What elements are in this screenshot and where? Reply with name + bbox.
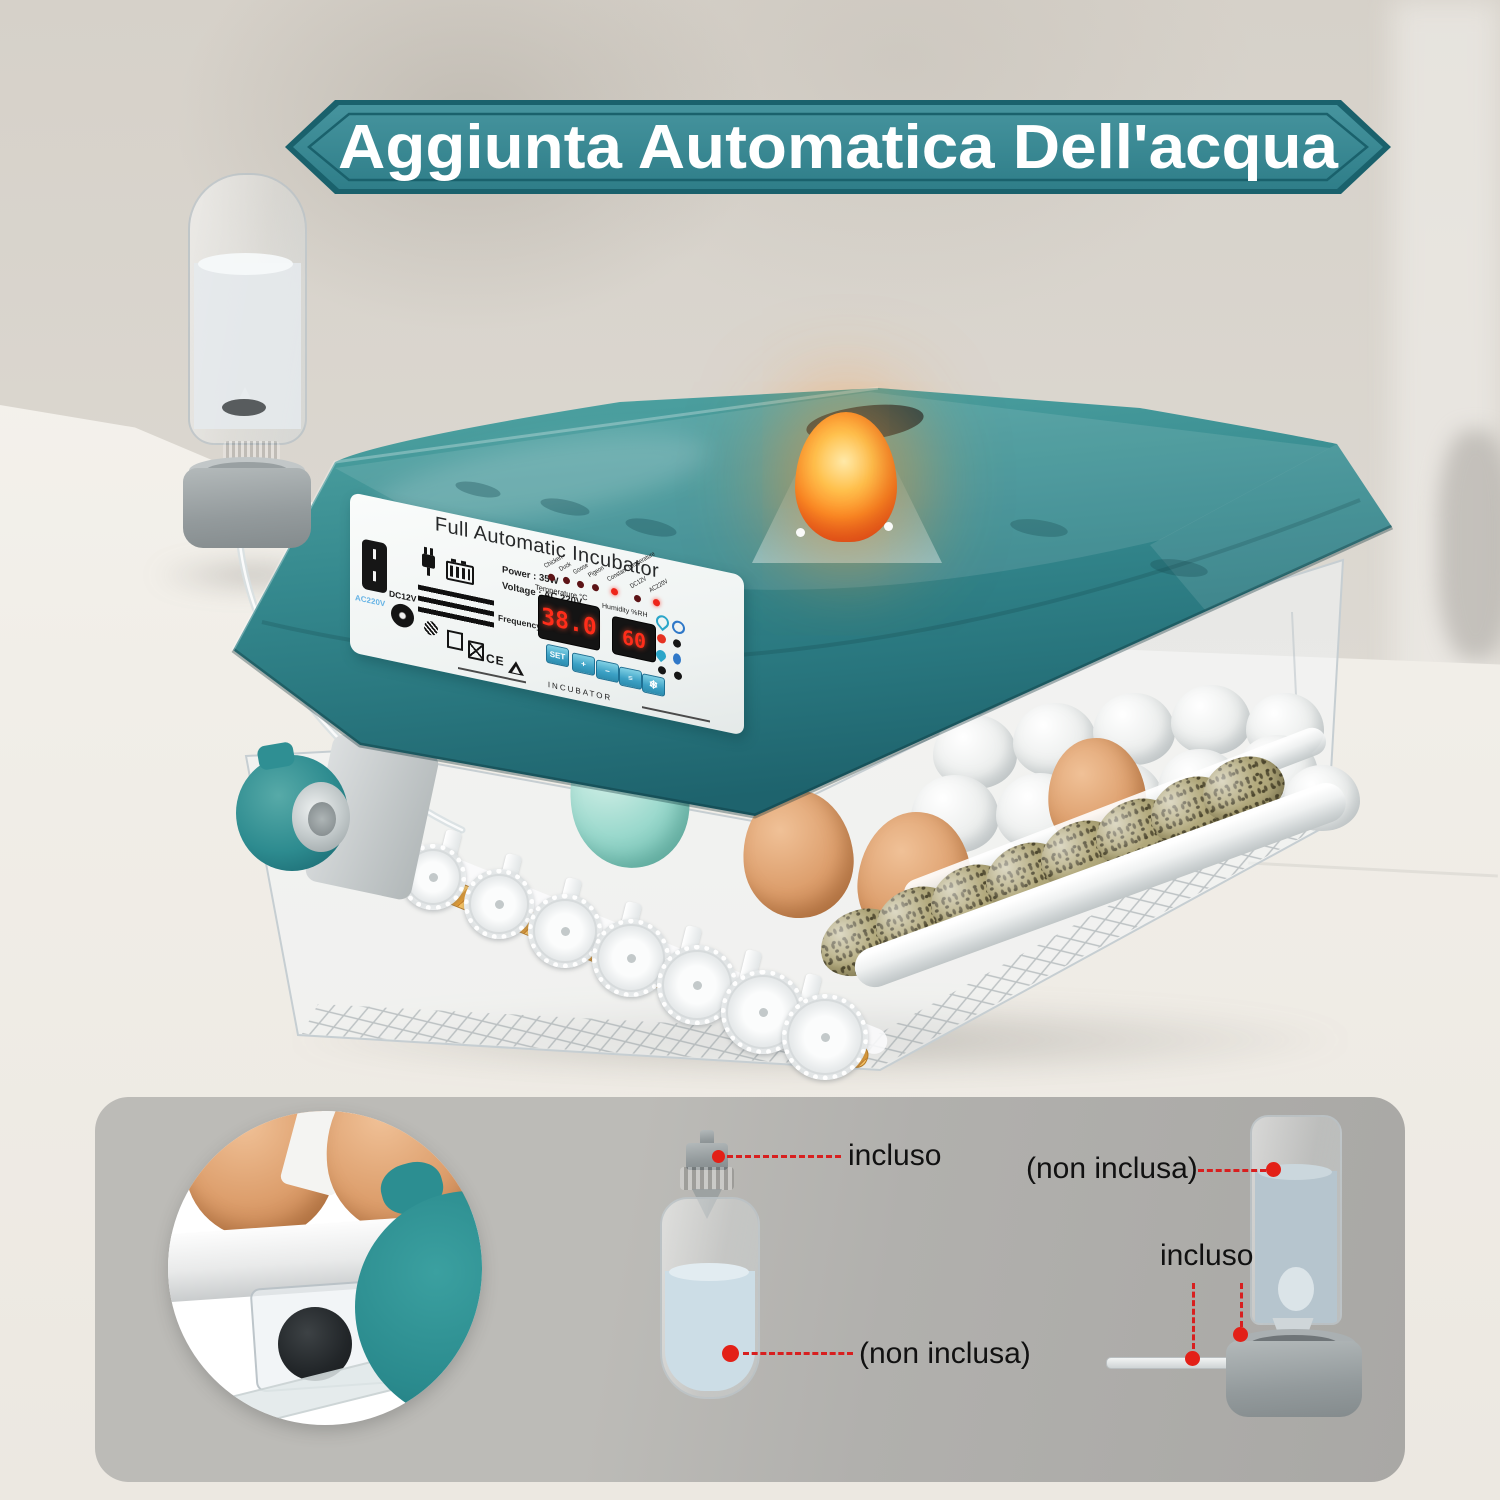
middle-bottle-water-surface [669, 1263, 749, 1281]
not-included-label-body: (non inclusa) [859, 1337, 1031, 1370]
indicator-led-goose [577, 580, 584, 589]
water-inlet-closeup [168, 1111, 482, 1425]
heat-dot-icon [657, 633, 666, 645]
indicator-led-duck [563, 576, 570, 585]
banner-title: Aggiunta Automatica Dell'acqua [338, 113, 1339, 182]
assembly-bottle-neck-glow [1278, 1267, 1314, 1311]
lid-top-edge-light [231, 386, 879, 651]
motor-cap-center [308, 802, 336, 836]
white-egg [1171, 685, 1251, 755]
callout-line-tube [1192, 1283, 1195, 1349]
dispenser-bottle [188, 173, 307, 445]
not-included-label-bottle: (non inclusa) [1026, 1152, 1198, 1185]
indicator-led-pigeon [592, 583, 599, 592]
assembly-tube [1106, 1357, 1236, 1369]
defrost-button: ❄ [642, 673, 665, 697]
globe-icon [424, 619, 438, 637]
water-drop-icon [653, 612, 672, 632]
info-panel: incluso (non inclusa) (non inclusa) incl… [95, 1097, 1405, 1482]
lid-specular [372, 433, 708, 527]
egg-glint [884, 522, 893, 531]
frame-icon [447, 629, 463, 652]
indicator-led-dc12v [634, 594, 641, 603]
humidity-label: Humidity %RH [602, 602, 648, 620]
assembly-bottle [1250, 1115, 1342, 1325]
humidity-oval-icon [673, 652, 681, 666]
callout-line-base [1240, 1283, 1243, 1327]
mode-button: ≡ [619, 666, 642, 691]
status-dot [674, 670, 682, 681]
battery-icon [446, 560, 474, 586]
indicator-led-ac220v [653, 598, 660, 607]
turner-gear [400, 844, 466, 910]
minus-button: − [596, 659, 619, 684]
valve-stem [700, 1130, 714, 1146]
indicator-label: Duck [558, 561, 573, 574]
ce-mark: CE [486, 650, 505, 669]
blurred-object [1438, 430, 1500, 660]
included-label-base: incluso [1160, 1239, 1254, 1272]
ac-power-socket [362, 538, 387, 594]
temperature-display: 38.0 [538, 593, 600, 652]
indicator-led-constant-temperature [611, 587, 618, 596]
callout-dot-tube [1185, 1351, 1200, 1366]
dispenser-base [183, 468, 311, 548]
callout-line-bottle [1198, 1169, 1266, 1172]
float-valve-tip [239, 387, 251, 399]
plug-icon [422, 553, 435, 570]
callout-line-body [743, 1352, 853, 1355]
assembly-base [1226, 1341, 1362, 1417]
water-drop-filled-icon [653, 648, 669, 663]
callout-dot-bottle [1266, 1162, 1281, 1177]
crossed-bin-icon [468, 640, 484, 662]
set-button: SET [546, 643, 569, 668]
callout-dot-body [722, 1345, 739, 1362]
middle-bottle [660, 1197, 760, 1399]
banner-fill [293, 105, 1383, 189]
power-ring-icon [672, 619, 685, 636]
callout-dot-base [1233, 1327, 1248, 1342]
egg-glint [796, 528, 805, 537]
dc-power-jack [391, 601, 414, 630]
lid-bottom-edge [231, 524, 1394, 819]
ac-socket-label: AC220V [355, 593, 386, 609]
callout-dot-cap [712, 1150, 725, 1163]
banner-inner-line [307, 112, 1369, 182]
status-dot [658, 665, 666, 676]
included-label-cap: incluso [848, 1139, 942, 1172]
candling-egg [795, 412, 897, 542]
middle-bottle-water [665, 1271, 755, 1391]
humidity-display: 60 [612, 615, 656, 664]
turner-gear [782, 994, 868, 1080]
tray-zigzag-band [302, 803, 1326, 1068]
float-valve-disc [222, 399, 266, 416]
lid-brim-band [1150, 444, 1392, 610]
callout-line-cap [727, 1155, 841, 1158]
status-dot [673, 638, 681, 649]
valve-collar [680, 1167, 734, 1190]
turner-gear [464, 869, 534, 939]
title-banner: Aggiunta Automatica Dell'acqua [285, 100, 1391, 194]
plus-button: + [572, 652, 595, 677]
turner-gear [528, 894, 602, 968]
bottle-water-surface [198, 253, 293, 275]
dc-jack-label: DC12V [389, 588, 417, 605]
